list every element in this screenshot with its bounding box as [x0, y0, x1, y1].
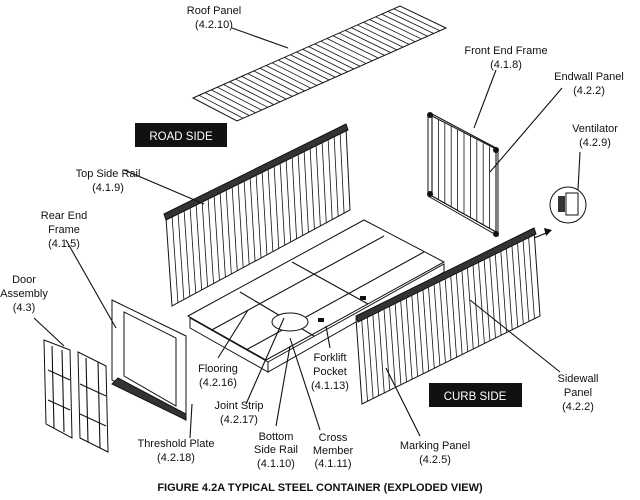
label-cross-member-ref: (4.1.11) [314, 458, 351, 470]
label-sidewall-panel-1: Sidewall [558, 373, 599, 385]
label-threshold-plate-ref: (4.2.18) [157, 452, 195, 464]
label-sidewall-panel-ref: (4.2.2) [562, 401, 594, 413]
label-rear-end-frame-1: Rear End [41, 210, 87, 222]
figure-caption: FIGURE 4.2A TYPICAL STEEL CONTAINER (EXP… [157, 482, 483, 494]
label-cross-member-1: Cross [319, 432, 348, 444]
label-bottom-side-rail-ref: (4.1.10) [257, 458, 295, 470]
label-bottom-side-rail-2: Side Rail [254, 444, 298, 456]
label-joint-strip: Joint Strip [215, 400, 264, 412]
label-top-side-rail: Top Side Rail [76, 168, 141, 180]
label-endwall-panel-ref: (4.2.2) [573, 85, 605, 97]
curb-side-wall-drawing [355, 227, 541, 405]
labels: Roof Panel (4.2.10) Front End Frame (4.1… [0, 5, 624, 470]
label-sidewall-panel-2: Panel [564, 387, 592, 399]
label-top-side-rail-ref: (4.1.9) [92, 182, 124, 194]
label-flooring: Flooring [198, 363, 238, 375]
label-ventilator: Ventilator [572, 123, 618, 135]
label-forklift-pocket-2: Pocket [313, 366, 347, 378]
label-joint-strip-ref: (4.2.17) [220, 414, 258, 426]
label-roof-panel: Roof Panel [187, 5, 241, 17]
road-side-wall-drawing [163, 123, 351, 307]
ventilator-detail [527, 186, 587, 241]
label-door-assembly-1: Door [12, 274, 36, 286]
label-marking-panel: Marking Panel [400, 440, 470, 452]
road-side-tag: ROAD SIDE [135, 123, 227, 147]
label-rear-end-frame-ref: (4.1.5) [48, 238, 80, 250]
leader-lines [33, 27, 581, 439]
curb-side-tag: CURB SIDE [429, 383, 522, 407]
label-door-assembly-2: Assembly [0, 288, 48, 300]
label-endwall-panel: Endwall Panel [554, 71, 624, 83]
rear-end-frame-drawing [111, 299, 187, 421]
label-marking-panel-ref: (4.2.5) [419, 454, 451, 466]
label-front-end-frame: Front End Frame [464, 45, 547, 57]
label-bottom-side-rail-1: Bottom [259, 431, 294, 443]
label-forklift-pocket-1: Forklift [314, 352, 347, 364]
label-threshold-plate: Threshold Plate [137, 438, 214, 450]
label-flooring-ref: (4.2.16) [199, 377, 237, 389]
road-side-text: ROAD SIDE [149, 131, 213, 143]
label-front-end-frame-ref: (4.1.8) [490, 59, 522, 71]
label-roof-panel-ref: (4.2.10) [195, 19, 233, 31]
label-rear-end-frame-2: Frame [48, 224, 80, 236]
label-forklift-pocket-ref: (4.1.13) [311, 380, 349, 392]
roof-panel-drawing [191, 5, 448, 122]
door-assembly-drawing [43, 339, 109, 453]
label-door-assembly-ref: (4.3) [13, 302, 36, 314]
curb-side-text: CURB SIDE [444, 391, 507, 403]
label-cross-member-2: Member [313, 445, 354, 457]
front-end-frame-drawing [427, 112, 499, 237]
label-ventilator-ref: (4.2.9) [579, 137, 611, 149]
